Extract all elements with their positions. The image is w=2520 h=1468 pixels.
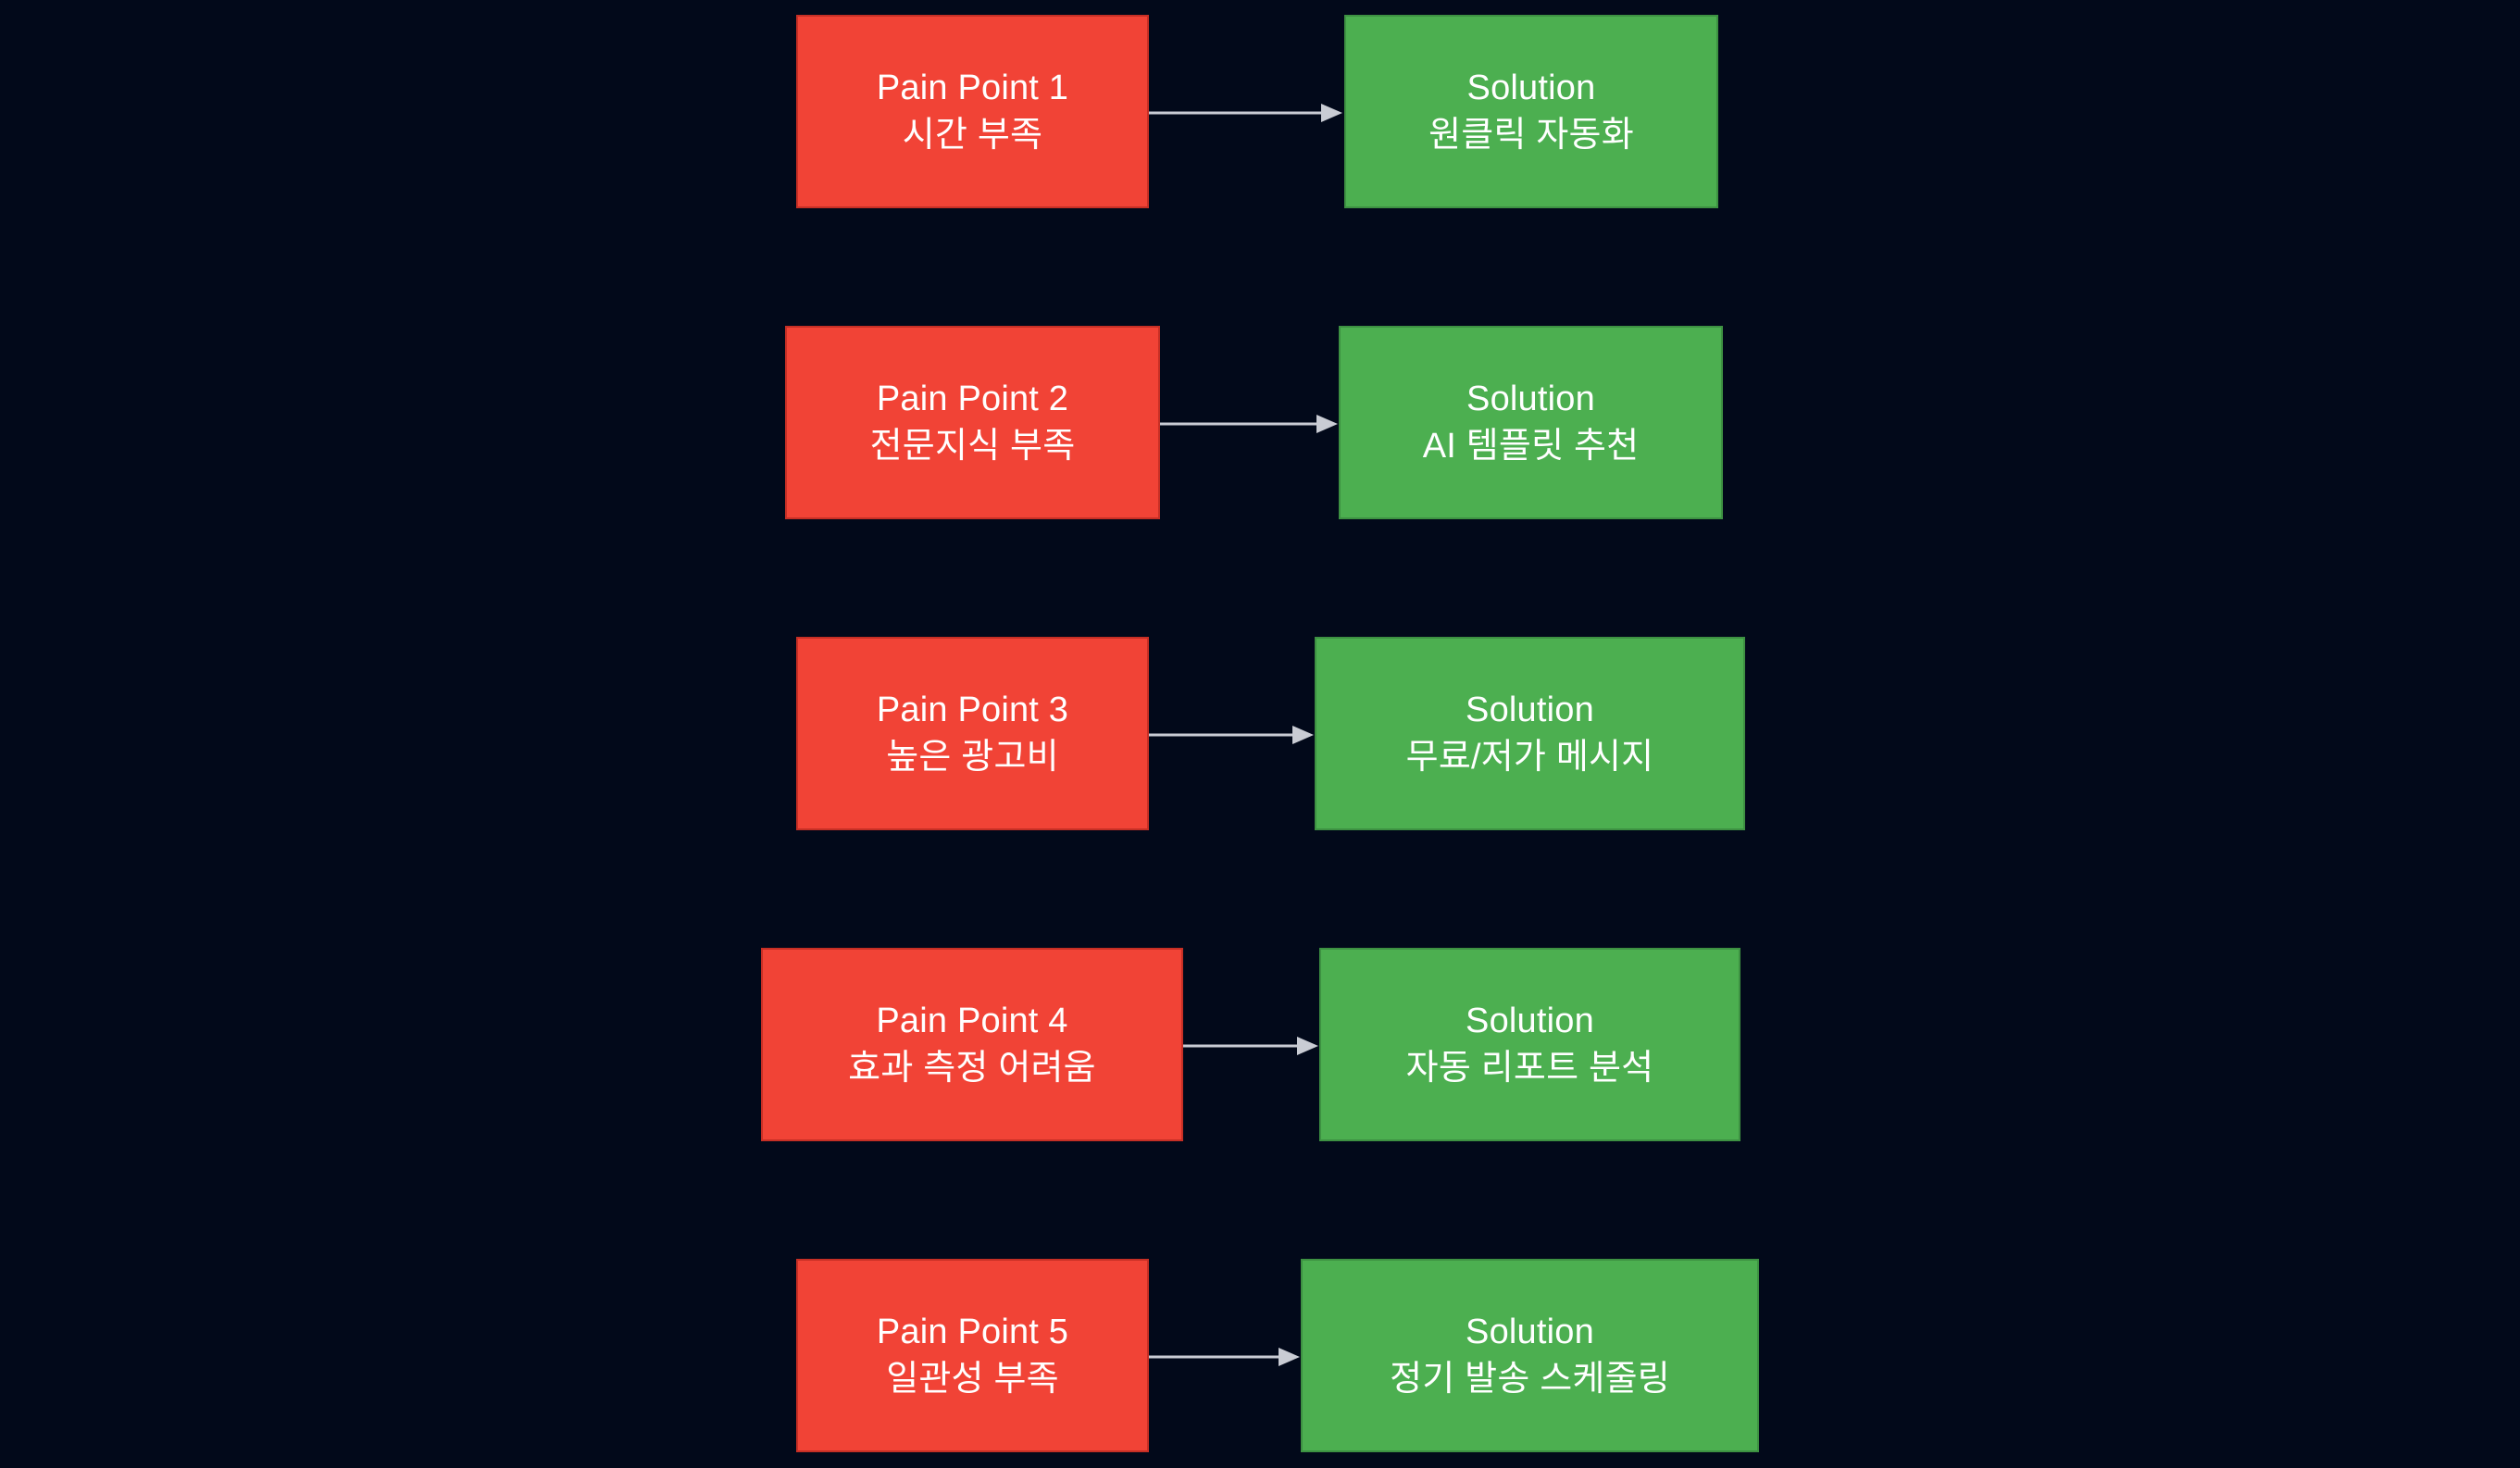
flow-row-3: Pain Point 3 높은 광고비 Solution 무료/저가 메시지 xyxy=(0,622,2520,844)
flow-row-2: Pain Point 2 전문지식 부족 Solution AI 템플릿 추천 xyxy=(0,311,2520,533)
connector-arrow-1 xyxy=(1149,99,1343,127)
pain-point-node-2[interactable]: Pain Point 2 전문지식 부족 xyxy=(785,326,1160,519)
solution-title-2: Solution xyxy=(1466,379,1595,419)
solution-detail-3: 무료/저가 메시지 xyxy=(1405,737,1654,777)
connector-arrow-4 xyxy=(1183,1032,1319,1060)
connector-arrow-5 xyxy=(1149,1343,1301,1371)
flow-row-4: Pain Point 4 효과 측정 어려움 Solution 자동 리포트 분… xyxy=(0,933,2520,1155)
pain-point-detail-4: 효과 측정 어려움 xyxy=(848,1048,1096,1088)
solution-detail-4: 자동 리포트 분석 xyxy=(1405,1048,1654,1088)
pain-point-title-2: Pain Point 2 xyxy=(876,379,1069,419)
solution-detail-2: AI 템플릿 추천 xyxy=(1422,426,1640,466)
solution-title-4: Solution xyxy=(1466,1001,1594,1041)
pain-point-node-5[interactable]: Pain Point 5 일관성 부족 xyxy=(796,1259,1149,1452)
solution-title-1: Solution xyxy=(1466,68,1596,108)
pain-point-detail-3: 높은 광고비 xyxy=(886,737,1059,777)
solution-node-1[interactable]: Solution 원클릭 자동화 xyxy=(1344,15,1718,208)
pain-point-node-4[interactable]: Pain Point 4 효과 측정 어려움 xyxy=(761,948,1183,1141)
pain-point-node-3[interactable]: Pain Point 3 높은 광고비 xyxy=(796,637,1149,830)
connector-arrow-2 xyxy=(1160,410,1339,438)
flow-row-1: Pain Point 1 시간 부족 Solution 원클릭 자동화 xyxy=(0,0,2520,222)
solution-node-3[interactable]: Solution 무료/저가 메시지 xyxy=(1315,637,1745,830)
solution-detail-5: 정기 발송 스케줄링 xyxy=(1390,1359,1670,1399)
solution-title-3: Solution xyxy=(1466,690,1594,730)
pain-point-title-5: Pain Point 5 xyxy=(876,1312,1069,1352)
pain-point-detail-2: 전문지식 부족 xyxy=(869,426,1076,466)
connector-arrow-3 xyxy=(1149,721,1315,749)
solution-node-2[interactable]: Solution AI 템플릿 추천 xyxy=(1339,326,1723,519)
pain-point-title-3: Pain Point 3 xyxy=(876,690,1069,730)
flow-row-5: Pain Point 5 일관성 부족 Solution 정기 발송 스케줄링 xyxy=(0,1244,2520,1468)
solution-title-5: Solution xyxy=(1466,1312,1594,1352)
solution-detail-1: 원클릭 자동화 xyxy=(1428,115,1634,155)
pain-point-title-4: Pain Point 4 xyxy=(876,1001,1068,1041)
pain-point-title-1: Pain Point 1 xyxy=(876,68,1069,108)
solution-node-5[interactable]: Solution 정기 발송 스케줄링 xyxy=(1301,1259,1759,1452)
solution-node-4[interactable]: Solution 자동 리포트 분석 xyxy=(1319,948,1740,1141)
pain-point-detail-1: 시간 부족 xyxy=(902,115,1043,155)
pain-point-node-1[interactable]: Pain Point 1 시간 부족 xyxy=(796,15,1149,208)
pain-point-detail-5: 일관성 부족 xyxy=(886,1359,1059,1399)
